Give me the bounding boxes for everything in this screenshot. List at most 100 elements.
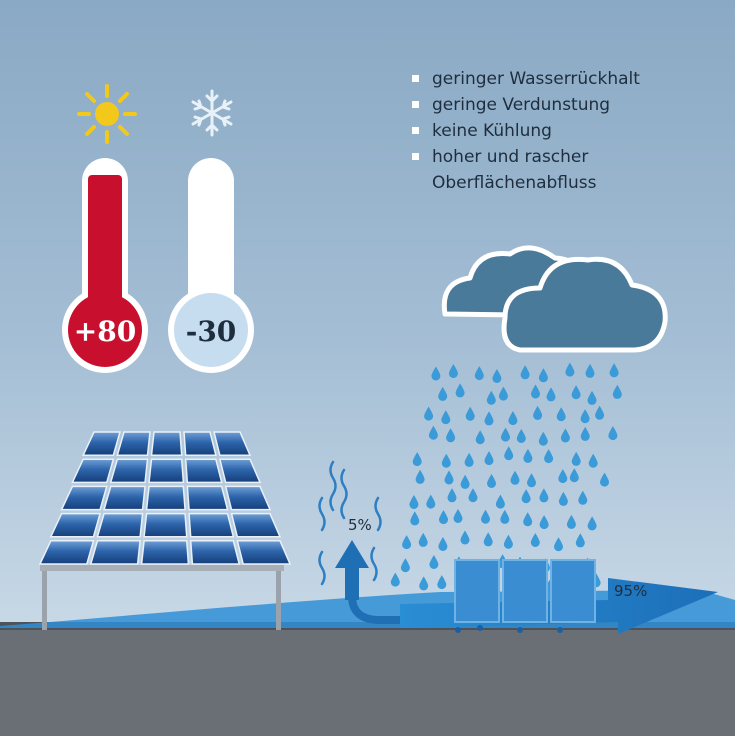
- solar-cell: [82, 431, 121, 456]
- raindrop: [431, 366, 441, 381]
- raindrop: [523, 512, 533, 527]
- snowflake-icon: [191, 89, 233, 137]
- raindrop: [495, 494, 505, 509]
- solar-cell: [150, 431, 183, 456]
- raindrop: [580, 409, 590, 424]
- raindrop: [558, 491, 568, 506]
- raindrop: [441, 410, 451, 425]
- raindrop: [504, 446, 514, 461]
- raindrop: [585, 363, 595, 378]
- raindrop: [438, 537, 448, 551]
- raindrop: [516, 429, 526, 443]
- raindrop: [468, 488, 478, 503]
- solar-cell: [188, 512, 235, 538]
- cloud-icon: [441, 245, 668, 353]
- solar-cell: [89, 540, 141, 565]
- solar-cell: [49, 512, 102, 538]
- raindrop: [546, 387, 556, 402]
- runoff-arrow: [400, 559, 718, 634]
- solar-cell: [224, 485, 272, 511]
- raindrop: [400, 558, 410, 573]
- raindrop: [554, 537, 563, 552]
- raindrop: [428, 425, 438, 440]
- raindrop: [484, 411, 494, 426]
- raindrop: [538, 431, 548, 446]
- raindrop: [487, 474, 496, 488]
- raindrop: [419, 576, 429, 591]
- raindrop: [600, 472, 609, 487]
- raindrop: [498, 386, 508, 401]
- solar-cell: [109, 458, 149, 484]
- effect-item: geringer Wasserrückhalt: [412, 66, 662, 92]
- raindrop: [556, 407, 566, 422]
- raindrop: [565, 362, 575, 377]
- solar-cell: [96, 512, 144, 538]
- raindrop: [539, 488, 549, 503]
- raindrop: [424, 406, 434, 421]
- raindrop: [533, 405, 543, 420]
- solar-cell: [38, 540, 95, 565]
- raindrop: [566, 514, 576, 529]
- raindrop: [560, 428, 570, 443]
- raindrop: [409, 495, 419, 509]
- raindrop: [544, 449, 554, 464]
- raindrop: [588, 453, 598, 468]
- raindrop: [595, 405, 605, 420]
- raindrop: [437, 575, 447, 590]
- effect-item: geringe Verdunstung: [412, 92, 662, 118]
- effect-item: keine Kühlung: [412, 118, 662, 144]
- solar-cell: [148, 458, 185, 484]
- ground: [0, 628, 735, 736]
- raindrop: [441, 453, 451, 468]
- solar-cell: [103, 485, 146, 511]
- raindrop: [527, 473, 536, 488]
- raindrop: [474, 366, 484, 381]
- solar-cells: [38, 431, 292, 565]
- solar-cell: [183, 431, 217, 456]
- bullet-icon: [412, 127, 419, 134]
- raindrop: [460, 474, 470, 489]
- raindrop: [412, 452, 422, 467]
- evaporation-arrow: [335, 540, 430, 624]
- raindrop: [531, 384, 540, 399]
- raindrop: [538, 368, 548, 383]
- bullet-icon: [412, 153, 419, 160]
- thermometer-cold: [168, 158, 254, 373]
- raindrop: [510, 470, 520, 485]
- raindrop: [578, 490, 588, 505]
- raindrop: [483, 532, 493, 547]
- raindrop: [521, 489, 531, 504]
- raindrop: [453, 509, 463, 523]
- evaporation-percent: 5%: [348, 516, 372, 534]
- raindrop: [609, 363, 619, 378]
- raindrop: [439, 510, 448, 525]
- raindrop: [503, 534, 513, 549]
- cold-temp-label: -30: [186, 315, 237, 348]
- raindrop: [558, 469, 568, 484]
- runoff-percent: 95%: [614, 582, 647, 600]
- raindrop: [501, 427, 510, 442]
- effects-list: geringer Wasserrückhalt geringe Verdunst…: [412, 66, 662, 196]
- raindrop: [438, 386, 448, 401]
- solar-panel: [38, 431, 292, 630]
- raindrop: [426, 494, 436, 509]
- raindrop: [447, 488, 457, 503]
- raindrop: [475, 430, 485, 445]
- solar-cell: [60, 485, 108, 511]
- raindrop: [455, 383, 465, 398]
- bullet-icon: [412, 75, 419, 82]
- raindrop: [481, 509, 490, 524]
- raindrop: [448, 364, 458, 378]
- solar-cell: [143, 512, 188, 538]
- effect-item: hoher und rascher Oberflächenabfluss: [412, 144, 662, 196]
- solar-cell: [145, 485, 186, 511]
- solar-cell: [189, 540, 241, 565]
- raindrop: [608, 426, 618, 441]
- raindrop: [520, 365, 530, 380]
- raindrop: [460, 530, 470, 545]
- raindrop: [569, 468, 579, 483]
- raindrop: [523, 448, 533, 463]
- hot-temp-label: +80: [74, 315, 136, 348]
- solar-cell: [116, 431, 151, 456]
